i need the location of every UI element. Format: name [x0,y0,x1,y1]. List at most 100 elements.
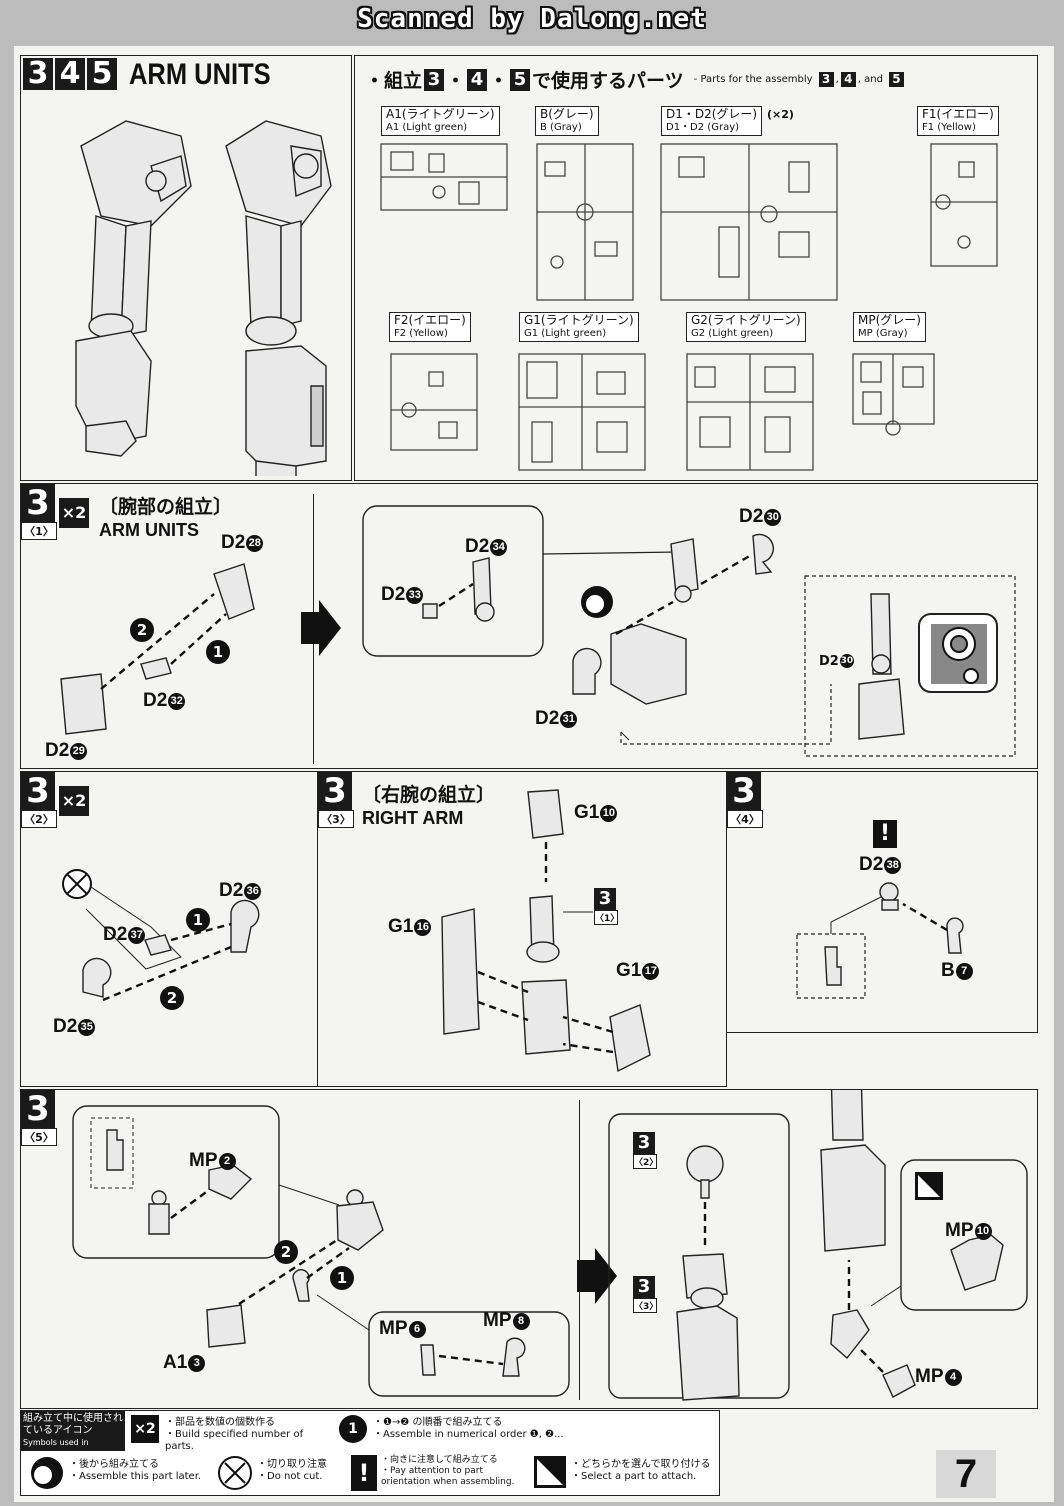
runner-mp-drawing [852,353,935,436]
legend-item: ・切り取り注意・Do not cut. [257,1459,327,1482]
attention-icon: ! [873,820,897,848]
order-1-icon: 1 [206,640,230,664]
select-icon [534,1456,566,1488]
runner-g2-drawing [686,353,814,471]
step-title-en: RIGHT ARM [362,808,464,828]
arm-units-overview-panel: 3 4 5 ARM UNITS [20,55,352,481]
runner-label: F1(イエロー)F1 (Yellow) [917,106,999,136]
order-2-icon: 2 [274,1240,298,1264]
runner-f1-drawing [930,143,998,267]
divider [579,1100,580,1400]
runner-label: B(グレー)B (Gray) [535,106,599,136]
scanner-watermark: Scanned by Dalong.net [357,4,707,34]
runner-g1-drawing [518,353,646,471]
runner-quantity: (×2) [767,108,794,121]
order-1-icon: 1 [186,908,210,932]
step-number: 3 [21,1090,55,1128]
step-number: 3 [318,772,352,810]
legend-item: ・❶→❷ の順番で組み立てる・Assemble in numerical ord… [373,1417,564,1440]
step-sub-number: 〈5〉 [21,1128,57,1146]
section-title: ARM UNITS [129,58,271,91]
order-1-icon: 1 [330,1266,354,1290]
step-reference: 3 〈1〉 [594,888,620,925]
parts-title-jp-suffix: で使用するパーツ [532,70,684,92]
step-title-jp: 〔腕部の組立〕 [99,496,233,518]
step-number: 3 [21,484,55,522]
x2-icon: ×2 [57,786,89,816]
x2-icon: ×2 [57,498,89,528]
parts-title-en: - Parts for the assembly [693,74,813,85]
page-number: 7 [936,1450,996,1498]
step-sub-number: 〈3〉 [318,810,354,828]
runner-label: F2(イエロー)F2 (Yellow) [389,312,471,342]
step-number: 5 [87,58,117,90]
step-sub-number: 〈1〉 [21,522,57,540]
runner-a1-drawing [380,143,508,211]
step-3-5-panel: 3 〈5〉 [20,1089,1038,1409]
step-reference: 3 〈2〉 [633,1132,659,1169]
parts-title-en-and: , and [857,74,883,85]
step-ref: 5 [888,72,904,87]
step-number: 3 [727,772,761,810]
parts-title-dot: ・ [446,70,466,92]
step-ref: 3 [424,68,445,91]
runner-label: G2(ライトグリーン)G2 (Light green) [686,312,806,342]
parts-used-title: ・組立 3 ・ 4 ・ 5 で使用するパーツ - Parts for the a… [365,66,904,93]
runner-label: A1(ライトグリーン)A1 (Light green) [381,106,500,136]
symbols-legend: 組み立て中に使用されているアイコン Symbols used in instru… [20,1410,720,1496]
no-cut-icon [218,1456,252,1490]
step-number: 3 [21,772,55,810]
parts-used-panel: ・組立 3 ・ 4 ・ 5 で使用するパーツ - Parts for the a… [354,55,1038,481]
runner-label: G1(ライトグリーン)G1 (Light green) [519,312,639,342]
runner-b-drawing [536,143,634,301]
legend-title: 組み立て中に使用されているアイコン Symbols used in instru… [21,1411,125,1459]
step-3-3-illustration [441,789,651,1073]
arm-units-illustration [75,120,332,476]
parts-title-dot: ・ [489,70,509,92]
step-title-jp: 〔右腕の組立〕 [362,784,496,806]
legend-item: ・どちらかを選んで取り付ける・Select a part to attach. [571,1459,711,1482]
step-sub-number: 〈4〉 [727,810,763,828]
runner-d-drawing [660,143,838,301]
parts-title-jp: ・組立 [365,70,423,92]
step-ref: 5 [510,68,531,91]
order-icon: 1 [339,1415,367,1443]
x2-icon: ×2 [131,1415,159,1443]
section-step-numbers: 3 4 5 [23,58,117,90]
step-3-5-illustration [72,1090,1028,1401]
legend-item: ・部品を数値の個数作る・Build specified number of pa… [165,1417,304,1452]
legend-item: ・後から組み立てる・Assemble this part later. [69,1459,202,1482]
step-number: 3 [23,58,53,90]
runner-label: MP(グレー)MP (Gray) [853,312,926,342]
step-reference: 3 〈3〉 [633,1276,659,1313]
step-sub-number: 〈2〉 [21,810,57,828]
step-number: 4 [55,58,85,90]
step-3-4-illustration [796,882,964,999]
step-ref: 4 [840,72,856,87]
step-ref: 4 [467,68,488,91]
step-3-1-panel: 3 〈1〉 ×2 〔腕部の組立〕 ARM UNITS [20,483,1038,769]
